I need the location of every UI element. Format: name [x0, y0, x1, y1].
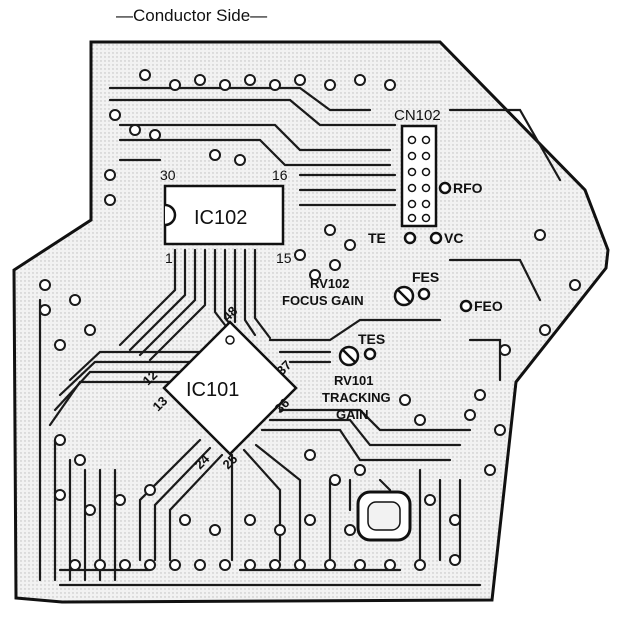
rv101-desc-1: TRACKING — [322, 390, 391, 405]
ic102-pin-1: 1 — [165, 250, 173, 266]
ic102-label: IC102 — [194, 207, 247, 229]
pads — [39, 69, 581, 571]
rv101-trimmer — [338, 345, 360, 367]
cn102-label: CN102 — [394, 107, 441, 124]
label-vc: VC — [444, 230, 463, 246]
test-points — [363, 181, 473, 361]
rv102-trimmer — [393, 285, 415, 307]
ic101-label: IC101 — [186, 379, 239, 401]
testpoint-fes — [417, 287, 431, 301]
label-tes: TES — [358, 331, 385, 347]
ic102-pin-30: 30 — [160, 167, 176, 183]
label-fes: FES — [412, 269, 439, 285]
cn102: CN102 — [394, 107, 441, 228]
diagram-title: —Conductor Side— — [116, 6, 268, 25]
label-feo: FEO — [474, 298, 503, 314]
ic102-pin-15: 15 — [276, 250, 292, 266]
label-te: TE — [368, 230, 386, 246]
testpoint-tes — [363, 347, 377, 361]
traces — [38, 86, 562, 587]
rv101-desc-2: GAIN — [336, 407, 369, 422]
large-mounting-pad — [356, 490, 412, 542]
board-outline — [12, 40, 610, 604]
rv102-label: RV102 — [310, 276, 350, 291]
ic102-pin-16: 16 — [272, 167, 288, 183]
rv102-desc: FOCUS GAIN — [282, 293, 364, 308]
testpoint-rfo — [438, 181, 452, 195]
ic102: IC102 30 16 1 15 — [160, 167, 292, 266]
rv101-label: RV101 — [334, 373, 374, 388]
label-rfo: RFO — [453, 180, 483, 196]
testpoint-feo — [459, 299, 473, 313]
testpoint-te — [403, 231, 417, 245]
testpoint-vc — [429, 231, 443, 245]
